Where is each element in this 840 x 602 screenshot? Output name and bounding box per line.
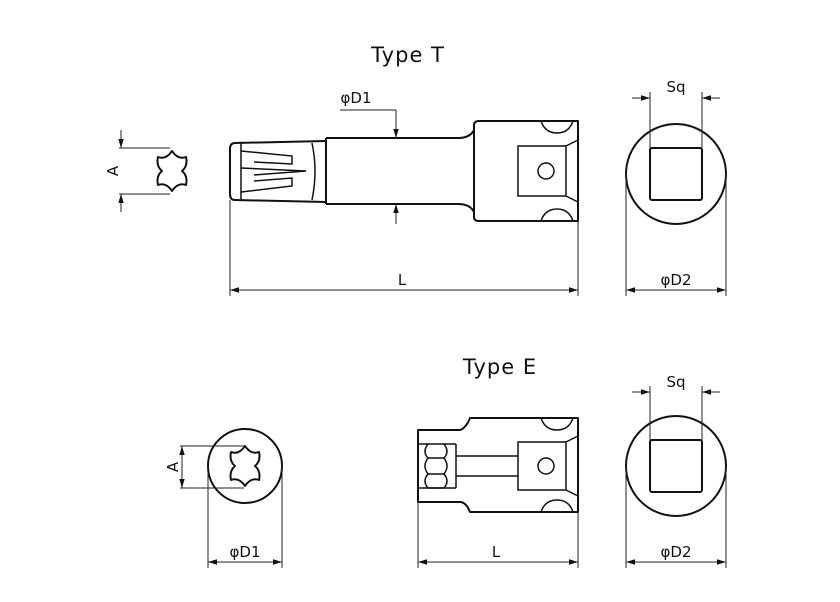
type-e-sq-label: Sq xyxy=(666,373,685,391)
type-e-ring-groove-top xyxy=(540,417,574,431)
type-t-bit-tip xyxy=(229,140,327,203)
type-t-d2-label: φD2 xyxy=(661,271,692,289)
type-t-d1-label: φD1 xyxy=(341,89,372,107)
type-e-l-label: L xyxy=(492,543,501,561)
type-t-outer-circle xyxy=(625,123,727,225)
type-e-recess-lobe-mid xyxy=(424,457,448,475)
type-t-flute-end xyxy=(311,142,316,201)
type-t-flute-1 xyxy=(240,150,293,165)
type-e-section: Type E A φD1 xyxy=(164,355,727,568)
type-e-side-view: L xyxy=(417,417,579,568)
type-t-side-view: φD1 L xyxy=(229,89,579,296)
type-t-shank xyxy=(325,129,475,213)
type-t-drive-end-view: Sq φD2 xyxy=(625,78,727,296)
type-e-recess-lobe-bottom xyxy=(424,473,448,489)
type-t-l-label: L xyxy=(398,271,407,289)
type-t-ring-groove-top xyxy=(540,120,574,134)
type-e-d2-label: φD2 xyxy=(661,543,692,561)
type-e-recess-outline xyxy=(418,443,457,489)
type-t-flute-3 xyxy=(240,177,293,193)
type-e-a-label: A xyxy=(164,461,182,472)
type-t-square-drive xyxy=(517,139,579,203)
type-t-pin-hole xyxy=(537,162,555,180)
type-e-square-drive xyxy=(517,435,579,497)
type-e-drive-end-view: Sq φD2 xyxy=(625,373,727,568)
type-e-pin-hole xyxy=(537,457,555,475)
type-t-torx-star xyxy=(156,150,188,192)
type-e-square-socket xyxy=(649,439,703,493)
type-t-sq-label: Sq xyxy=(666,78,685,96)
type-e-title: Type E xyxy=(462,355,537,379)
type-e-end-view: A φD1 xyxy=(164,428,283,568)
type-t-torx-profile: A xyxy=(104,130,188,212)
type-t-ring-groove-bottom xyxy=(540,208,574,222)
type-e-outer-circle xyxy=(625,415,727,517)
type-t-a-label: A xyxy=(104,165,122,176)
type-t-body xyxy=(473,120,579,222)
type-t-square-socket xyxy=(649,147,703,201)
type-t-flute-2 xyxy=(240,167,307,176)
type-e-torx-recess xyxy=(229,445,261,487)
type-e-end-circle xyxy=(207,428,283,504)
type-e-ring-groove-bottom xyxy=(540,499,574,513)
type-e-d1-label: φD1 xyxy=(230,543,261,561)
type-e-recess-lobe-top xyxy=(424,443,448,459)
type-t-title: Type T xyxy=(370,43,445,67)
type-t-section: Type T A xyxy=(104,43,727,296)
